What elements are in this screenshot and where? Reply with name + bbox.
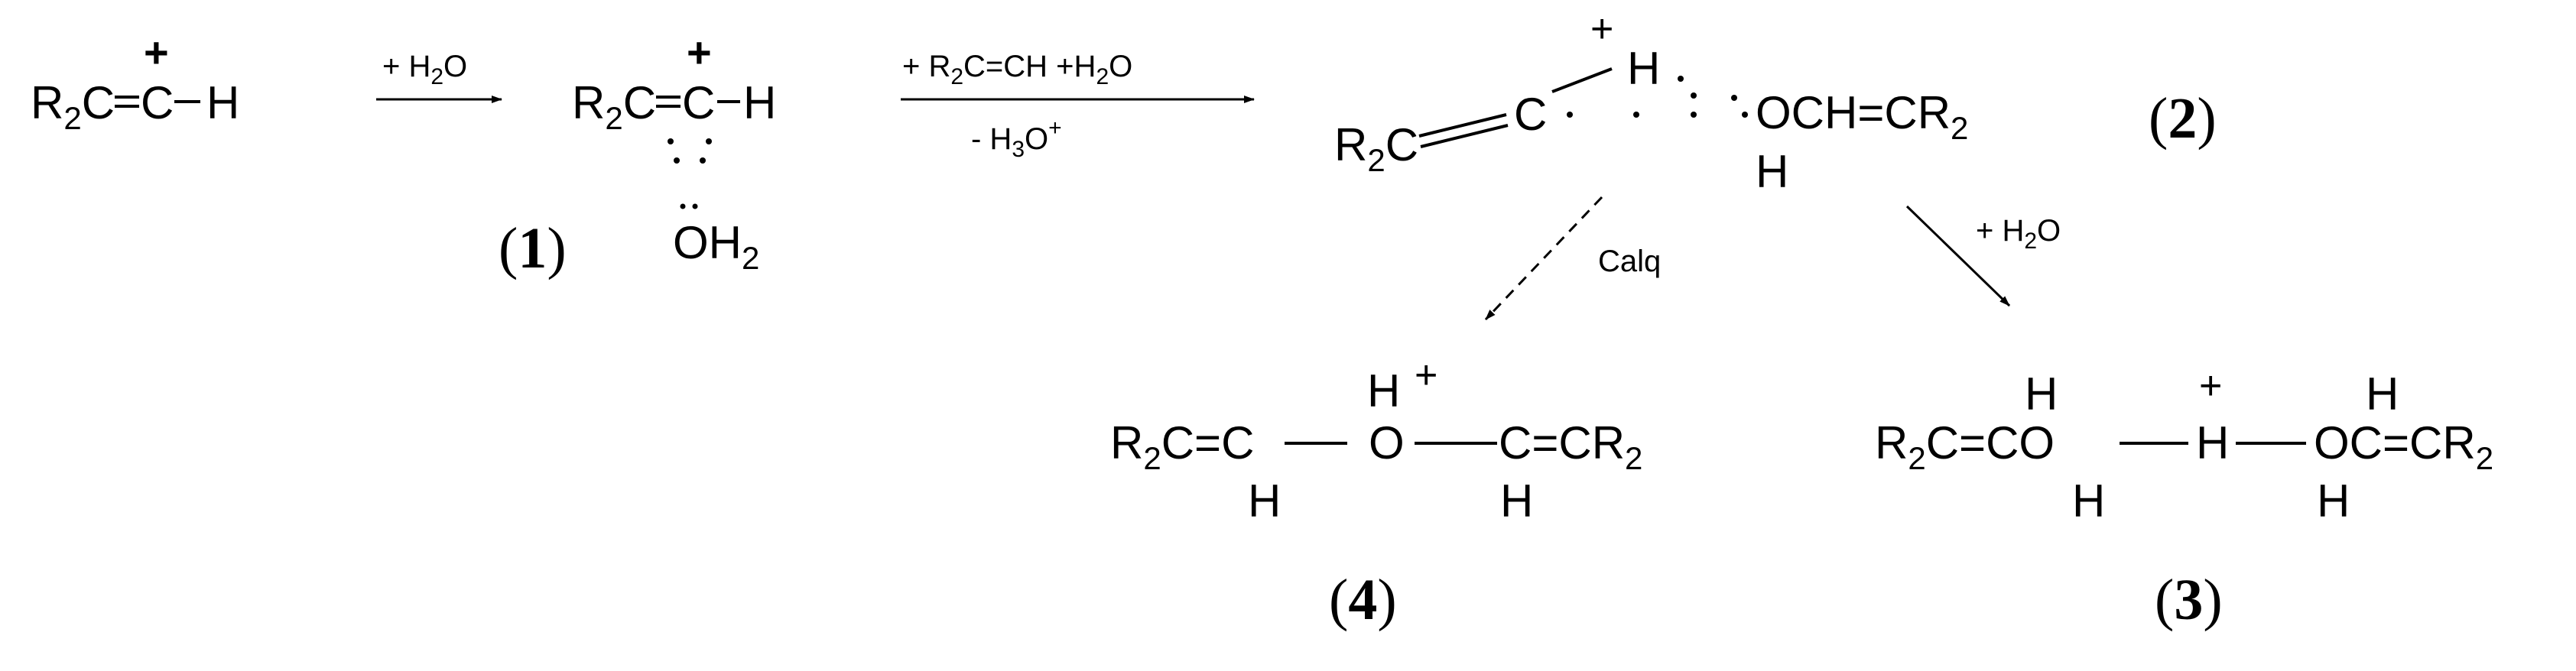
svg-text:C: C xyxy=(1514,89,1547,140)
compound-label-2: (2) xyxy=(2149,86,2217,151)
complex-2: R2C C + H OCH=CR2 H (2) xyxy=(1334,7,2217,197)
svg-text:Calq: Calq xyxy=(1598,245,1661,278)
svg-text:H: H xyxy=(1627,43,1660,94)
svg-text:R2C: R2C xyxy=(572,77,656,136)
svg-text:H: H xyxy=(2366,368,2399,420)
svg-text:OC=CR2: OC=CR2 xyxy=(2314,417,2493,476)
svg-text:H: H xyxy=(1248,475,1281,527)
reactant-vinyl-cation: R2C C + H xyxy=(31,28,239,136)
svg-text:H: H xyxy=(206,77,239,128)
svg-text:H: H xyxy=(1500,475,1533,527)
svg-text:C: C xyxy=(141,77,174,128)
svg-text:R2C: R2C xyxy=(1334,119,1418,178)
svg-text:H: H xyxy=(1367,365,1400,417)
compound-label-4: (4) xyxy=(1329,568,1397,632)
compound-label-3: (3) xyxy=(2155,568,2223,632)
positive-charge: + xyxy=(144,28,169,76)
svg-text:H: H xyxy=(2072,475,2105,527)
svg-text:C: C xyxy=(682,77,715,128)
svg-text:R2C: R2C xyxy=(31,77,115,136)
svg-text:OCH=CR2: OCH=CR2 xyxy=(1756,87,1968,146)
arrow-add-water-2: + H2O xyxy=(1905,205,2061,307)
product-3: H R2C=CO H + H H OC=CR2 H (3) xyxy=(1875,364,2493,632)
svg-text:R2C=C: R2C=C xyxy=(1110,417,1254,476)
compound-label-1: (1) xyxy=(499,216,567,280)
positive-charge: + xyxy=(687,28,712,76)
svg-text:C=CR2: C=CR2 xyxy=(1499,417,1642,476)
svg-text:+ R2C=CH +H2O: + R2C=CH +H2O xyxy=(902,50,1132,89)
product-4: R2C=C H H + O C=CR2 H (4) xyxy=(1110,353,1642,632)
positive-charge: + xyxy=(1415,353,1437,397)
svg-text:H: H xyxy=(2025,368,2058,420)
svg-text:H: H xyxy=(743,77,776,128)
complex-1: R2C C + H OH2 (1) xyxy=(499,28,776,280)
arrow-calculated-path: Calq xyxy=(1484,196,1661,321)
positive-charge: + xyxy=(1590,7,1613,51)
svg-text:+ H2O: + H2O xyxy=(382,50,467,89)
arrow-add-water: + H2O xyxy=(376,50,502,103)
svg-text:+ H2O: + H2O xyxy=(1976,214,2061,254)
arrow-dimerization: + R2C=CH +H2O - H3O+ xyxy=(901,50,1255,162)
svg-text:H: H xyxy=(1756,146,1788,197)
svg-text:R2C=CO: R2C=CO xyxy=(1875,417,2055,476)
svg-text:- H3O+: - H3O+ xyxy=(971,115,1062,162)
svg-text:OH2: OH2 xyxy=(673,217,759,276)
positive-charge: + xyxy=(2199,364,2222,408)
svg-text:H: H xyxy=(2317,475,2350,527)
svg-text:O: O xyxy=(1369,417,1405,468)
svg-text:H: H xyxy=(2196,417,2229,468)
